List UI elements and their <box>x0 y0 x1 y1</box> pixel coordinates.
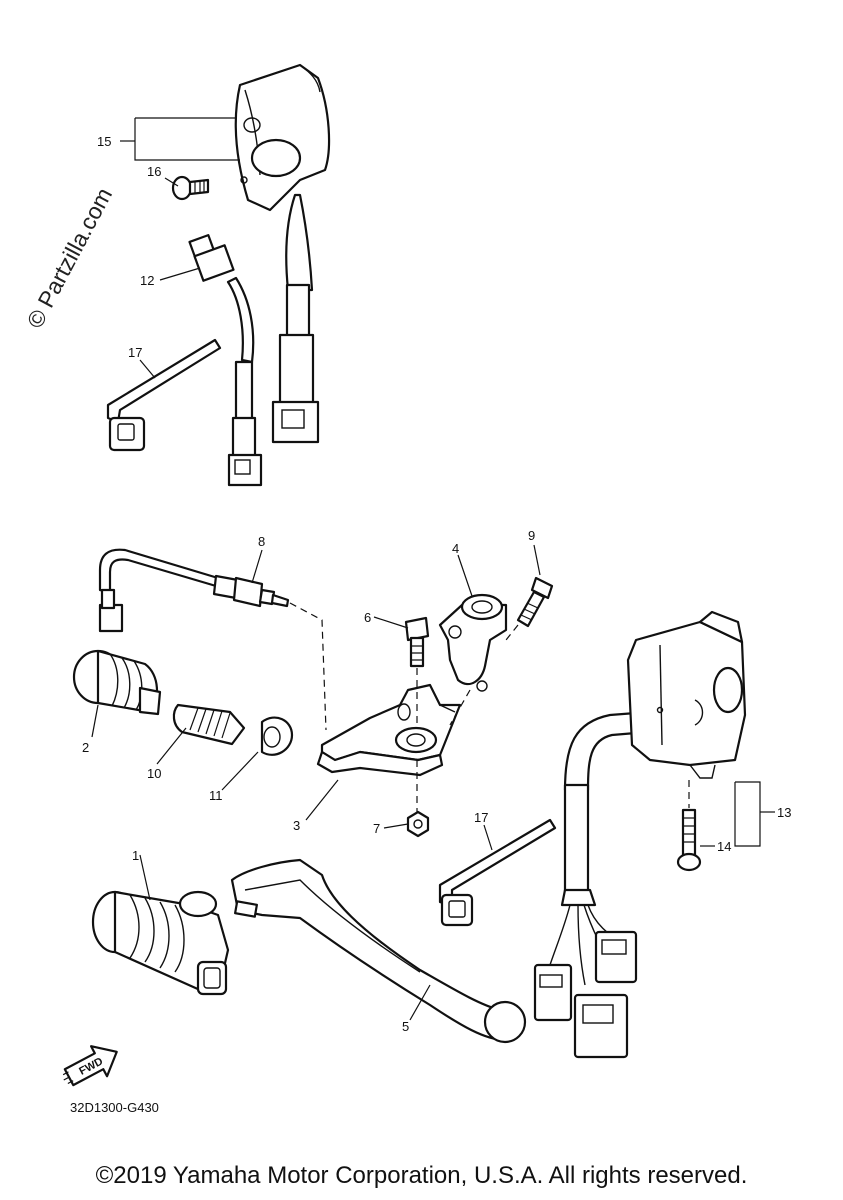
leader-lines-top <box>120 117 240 379</box>
callout-1: 1 <box>132 848 139 863</box>
callout-3: 3 <box>293 818 300 833</box>
part-8-switch[interactable] <box>98 548 290 633</box>
callout-labels: 15 16 12 17 8 4 9 6 2 10 11 3 7 17 13 14… <box>82 134 791 1034</box>
diagram-code: 32D1300-G430 <box>70 1100 159 1115</box>
part-1-perch-assembly[interactable] <box>91 890 230 996</box>
part-13-handlebar-switch-right[interactable] <box>533 610 747 1059</box>
part-9-bolt[interactable] <box>516 576 554 628</box>
callout-11: 11 <box>209 788 223 803</box>
part-17-cable-band-bottom[interactable] <box>438 818 557 927</box>
part-2-dust-cover[interactable] <box>72 649 162 716</box>
assembly-line-4-3 <box>449 689 471 726</box>
part-10-adjuster[interactable] <box>172 703 246 746</box>
fwd-arrow-icon: FWD <box>62 1045 118 1087</box>
callout-2: 2 <box>82 740 89 755</box>
copyright-notice: ©2019 Yamaha Motor Corporation, U.S.A. A… <box>95 1162 748 1189</box>
part-4-clamp[interactable] <box>438 593 508 692</box>
part-5-clutch-lever[interactable] <box>230 858 527 1044</box>
callout-12: 12 <box>140 273 154 288</box>
part-16-screw[interactable] <box>171 175 210 201</box>
callout-7: 7 <box>373 821 380 836</box>
callout-17-top: 17 <box>128 345 142 360</box>
part-14-screw[interactable] <box>676 808 702 872</box>
callout-4: 4 <box>452 541 459 556</box>
part-15-handlebar-switch-left[interactable] <box>234 63 331 444</box>
callout-8: 8 <box>258 534 265 549</box>
leader-lines-bottom <box>91 544 775 1021</box>
part-12-clutch-switch[interactable] <box>188 234 263 487</box>
part-3-lever-holder[interactable] <box>316 683 462 777</box>
callout-6: 6 <box>364 610 371 625</box>
callout-13: 13 <box>777 805 791 820</box>
assembly-line-9-4 <box>505 624 519 641</box>
part-11-washer[interactable] <box>260 716 294 756</box>
callout-9: 9 <box>528 528 535 543</box>
part-6-bolt[interactable] <box>404 616 430 668</box>
callout-15: 15 <box>97 134 111 149</box>
assembly-line-8 <box>289 602 327 731</box>
callout-5: 5 <box>402 1019 409 1034</box>
callout-14: 14 <box>717 839 731 854</box>
callout-10: 10 <box>147 766 161 781</box>
callout-17-bottom: 17 <box>474 810 488 825</box>
watermark: © Partzilla.com <box>21 183 117 332</box>
part-17-cable-band-top[interactable] <box>106 338 222 452</box>
callout-16: 16 <box>147 164 161 179</box>
part-7-nut[interactable] <box>406 810 430 838</box>
